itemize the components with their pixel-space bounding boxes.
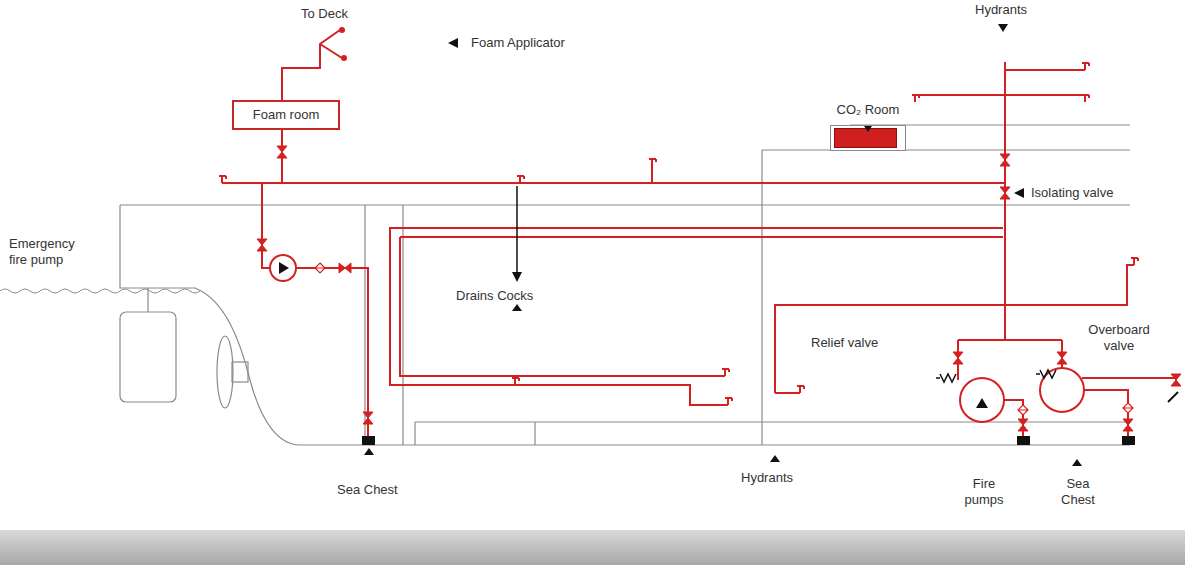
valves (257, 146, 1181, 431)
bulkhead-line (365, 205, 403, 445)
fire-pump-symbol (1040, 368, 1084, 412)
pointer-triangle (770, 455, 780, 462)
bottom-bar (0, 530, 1185, 565)
hydrant-symbol (1082, 63, 1089, 70)
strainer-symbol (1018, 405, 1028, 415)
hydrant-branch (651, 166, 653, 183)
sea-chest-symbol (362, 436, 375, 445)
hydrant-symbol (512, 378, 519, 385)
valve-symbol (363, 412, 373, 424)
callout-label: Isolating valve (1030, 185, 1114, 201)
relief-valve-spring (1036, 370, 1056, 378)
callout-label: Foam Applicator (470, 35, 566, 51)
hydrant-symbol (1082, 95, 1089, 102)
valve-symbol (257, 239, 267, 251)
hydrant-symbol (1131, 258, 1138, 265)
callout-label: Hydrants (740, 470, 794, 486)
overboard-valve-symbol (1171, 374, 1181, 386)
hydrant-symbol (725, 398, 732, 405)
pointer-triangle (448, 38, 458, 48)
pump-discharge (958, 340, 1062, 380)
pointer-triangle (512, 304, 522, 311)
room-name: Foam room (253, 107, 319, 123)
sea-chest-symbol (1122, 436, 1135, 445)
pumps (270, 255, 1084, 422)
hydrant-symbol (517, 176, 524, 183)
isolating-valve-symbol (1000, 187, 1010, 199)
hydrant-riser (915, 62, 1085, 340)
callout-label: Drains Cocks (455, 288, 534, 304)
engine-casing-line (762, 125, 1130, 445)
callout-label: Sea Chest (1054, 476, 1102, 508)
overboard-line (1082, 377, 1176, 379)
valve-symbol (953, 352, 963, 364)
hydrant-symbol (797, 386, 804, 393)
pointer-triangle (998, 24, 1008, 32)
co2-room-box: CO₂ Room (830, 125, 906, 151)
strainer-symbol (315, 263, 325, 273)
hydrants (219, 63, 1138, 405)
pump-arrow (976, 398, 988, 408)
pointer-triangle (364, 448, 374, 455)
valve-symbol (1000, 154, 1010, 166)
propeller (217, 336, 233, 408)
rudder-stock (147, 288, 148, 312)
sea-chest-symbol (1017, 436, 1030, 445)
propeller-hub (232, 362, 248, 382)
emergency-pump-line (262, 183, 368, 440)
fire-main-pipes (222, 30, 1176, 440)
water-line (0, 289, 200, 293)
fire-main-pipe (222, 182, 1005, 184)
fire-pump-symbol (960, 378, 1004, 422)
callout-label: Sea Chest (336, 482, 399, 498)
hydrant-loop (390, 228, 1003, 405)
hull-line (120, 205, 1130, 445)
pump-arrow (279, 262, 289, 274)
drain-arrowhead (512, 272, 522, 282)
valve-symbol (339, 263, 351, 273)
relief-valve-spring (936, 374, 956, 382)
hydrant-symbol (912, 95, 919, 102)
sea-chests (362, 436, 1135, 445)
hull-outline (120, 125, 1130, 445)
valve-symbol (1018, 419, 1028, 431)
hydrant-symbol (219, 176, 226, 183)
valve-symbol (1123, 419, 1133, 431)
pointer-marks (364, 24, 1082, 466)
drain-line (516, 186, 518, 274)
valve-symbol (1057, 352, 1067, 364)
callout-label: To Deck (300, 6, 349, 22)
rudder (120, 312, 176, 402)
overboard-outlet (1168, 392, 1178, 402)
hydrant-symbol (722, 369, 729, 376)
callout-label: Overboard valve (1078, 322, 1160, 354)
valve-symbol (277, 146, 287, 158)
pointer-triangle (1072, 459, 1082, 466)
emergency-pump-symbol (270, 255, 296, 281)
callout-label: Relief valve (810, 335, 879, 351)
callout-label: Hydrants (974, 2, 1028, 18)
callout-label: Emergency fire pump (8, 236, 92, 268)
foam-room-box: Foam room (232, 100, 340, 130)
strainer-symbol (1123, 403, 1133, 413)
pointer-triangle (1014, 188, 1024, 198)
room-heading: CO₂ Room (831, 102, 905, 118)
foam-nozzle (341, 55, 347, 61)
main-deck-line (120, 204, 1130, 205)
foam-nozzle (339, 27, 345, 33)
hydrant-symbol (649, 159, 656, 166)
pointer-triangle (864, 126, 872, 132)
callout-label: Fire pumps (958, 476, 1010, 508)
